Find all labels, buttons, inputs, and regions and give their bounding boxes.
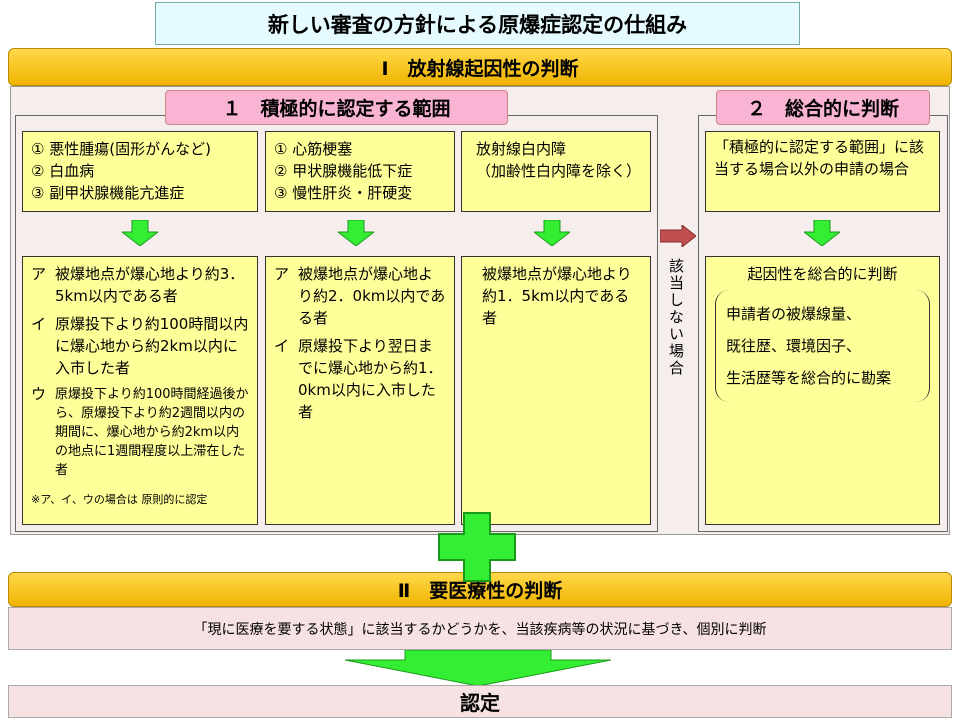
down-arrow-icon (534, 220, 570, 246)
disease-box-2: ① 心筋梗塞 ② 甲状腺機能低下症 ③ 慢性肝炎・肝硬変 (265, 131, 455, 212)
disease: ② 甲状腺機能低下症 (274, 162, 413, 180)
down-arrow-icon (804, 220, 840, 246)
down-arrow-icon (338, 220, 374, 246)
item-marker: ア (31, 265, 47, 283)
disease: ① 心筋梗塞 (274, 140, 353, 158)
criteria-box-1: ア被爆地点が爆心地より約3．5km以内である者 イ原爆投下より約100時間以内に… (22, 256, 258, 525)
other-applications-box: 「積極的に認定する範囲」に該当する場合以外の申請の場合 (705, 131, 940, 212)
disease: ② 白血病 (31, 162, 95, 180)
factor: 生活歴等を総合的に勘案 (726, 369, 892, 387)
result-certification: 認定 (8, 685, 952, 718)
page-title: 新しい審査の方針による原爆症認定の仕組み (155, 2, 800, 45)
comprehensive-box: 起因性を総合的に判断 (705, 256, 940, 525)
item-marker: ア (274, 265, 290, 283)
item-marker: イ (274, 337, 290, 355)
not-applicable-label: 該当しない場合 (667, 258, 685, 377)
criterion: 被爆地点が爆心地より約3．5km以内である者 (55, 265, 245, 305)
factor: 申請者の被爆線量、 (726, 305, 862, 323)
item-marker: イ (31, 315, 47, 333)
section1-header: Ⅰ 放射線起因性の判断 (8, 48, 952, 86)
disease-box-3: 放射線白内障 （加齢性白内障を除く） (461, 131, 651, 212)
disease-box-1: ① 悪性腫瘍(固形がんなど) ② 白血病 ③ 副甲状腺機能亢進症 (22, 131, 258, 212)
criterion: 原爆投下より翌日までに爆心地から約1．0km以内に入市した者 (298, 337, 443, 421)
comprehensive-heading: 起因性を総合的に判断 (747, 265, 898, 283)
criteria-box-3: 被爆地点が爆心地より約1．5km以内である者 (461, 256, 651, 525)
section2-text: 「現に医療を要する状態」に該当するかどうかを、当該疾病等の状況に基づき、個別に判… (8, 607, 952, 650)
tab-positive-range: １ 積極的に認定する範囲 (165, 90, 508, 125)
criterion: 原爆投下より約100時間経過後から、原爆投下より約2週間以内の期間に、爆心地から… (55, 387, 249, 478)
criteria-box-2: ア被爆地点が爆心地より約2．0km以内である者 イ原爆投下より翌日までに爆心地か… (265, 256, 455, 525)
disease: 放射線白内障 (476, 140, 567, 158)
right-arrow-icon (660, 225, 696, 247)
disease: ③ 慢性肝炎・肝硬変 (274, 184, 413, 202)
criterion: 被爆地点が爆心地より約2．0km以内である者 (298, 265, 446, 327)
note: ※ア、イ、ウの場合は 原則的に認定 (31, 493, 208, 506)
big-down-arrow-icon (345, 650, 611, 686)
disease: ① 悪性腫瘍(固形がんなど) (31, 140, 211, 158)
plus-icon (438, 512, 516, 582)
down-arrow-icon (122, 220, 158, 246)
factor: 既往歴、環境因子、 (726, 337, 862, 355)
tab-comprehensive: ２ 総合的に判断 (716, 90, 930, 125)
criterion: 原爆投下より約100時間以内に爆心地から約2km以内に入市した者 (55, 315, 249, 377)
criterion: 被爆地点が爆心地より約1．5km以内である者 (482, 265, 632, 327)
disease: ③ 副甲状腺機能亢進症 (31, 184, 185, 202)
factors-bracket: 申請者の被爆線量、 既往歴、環境因子、 生活歴等を総合的に勘案 (715, 290, 930, 402)
item-marker: ウ (31, 385, 47, 403)
disease: （加齢性白内障を除く） (476, 162, 642, 180)
